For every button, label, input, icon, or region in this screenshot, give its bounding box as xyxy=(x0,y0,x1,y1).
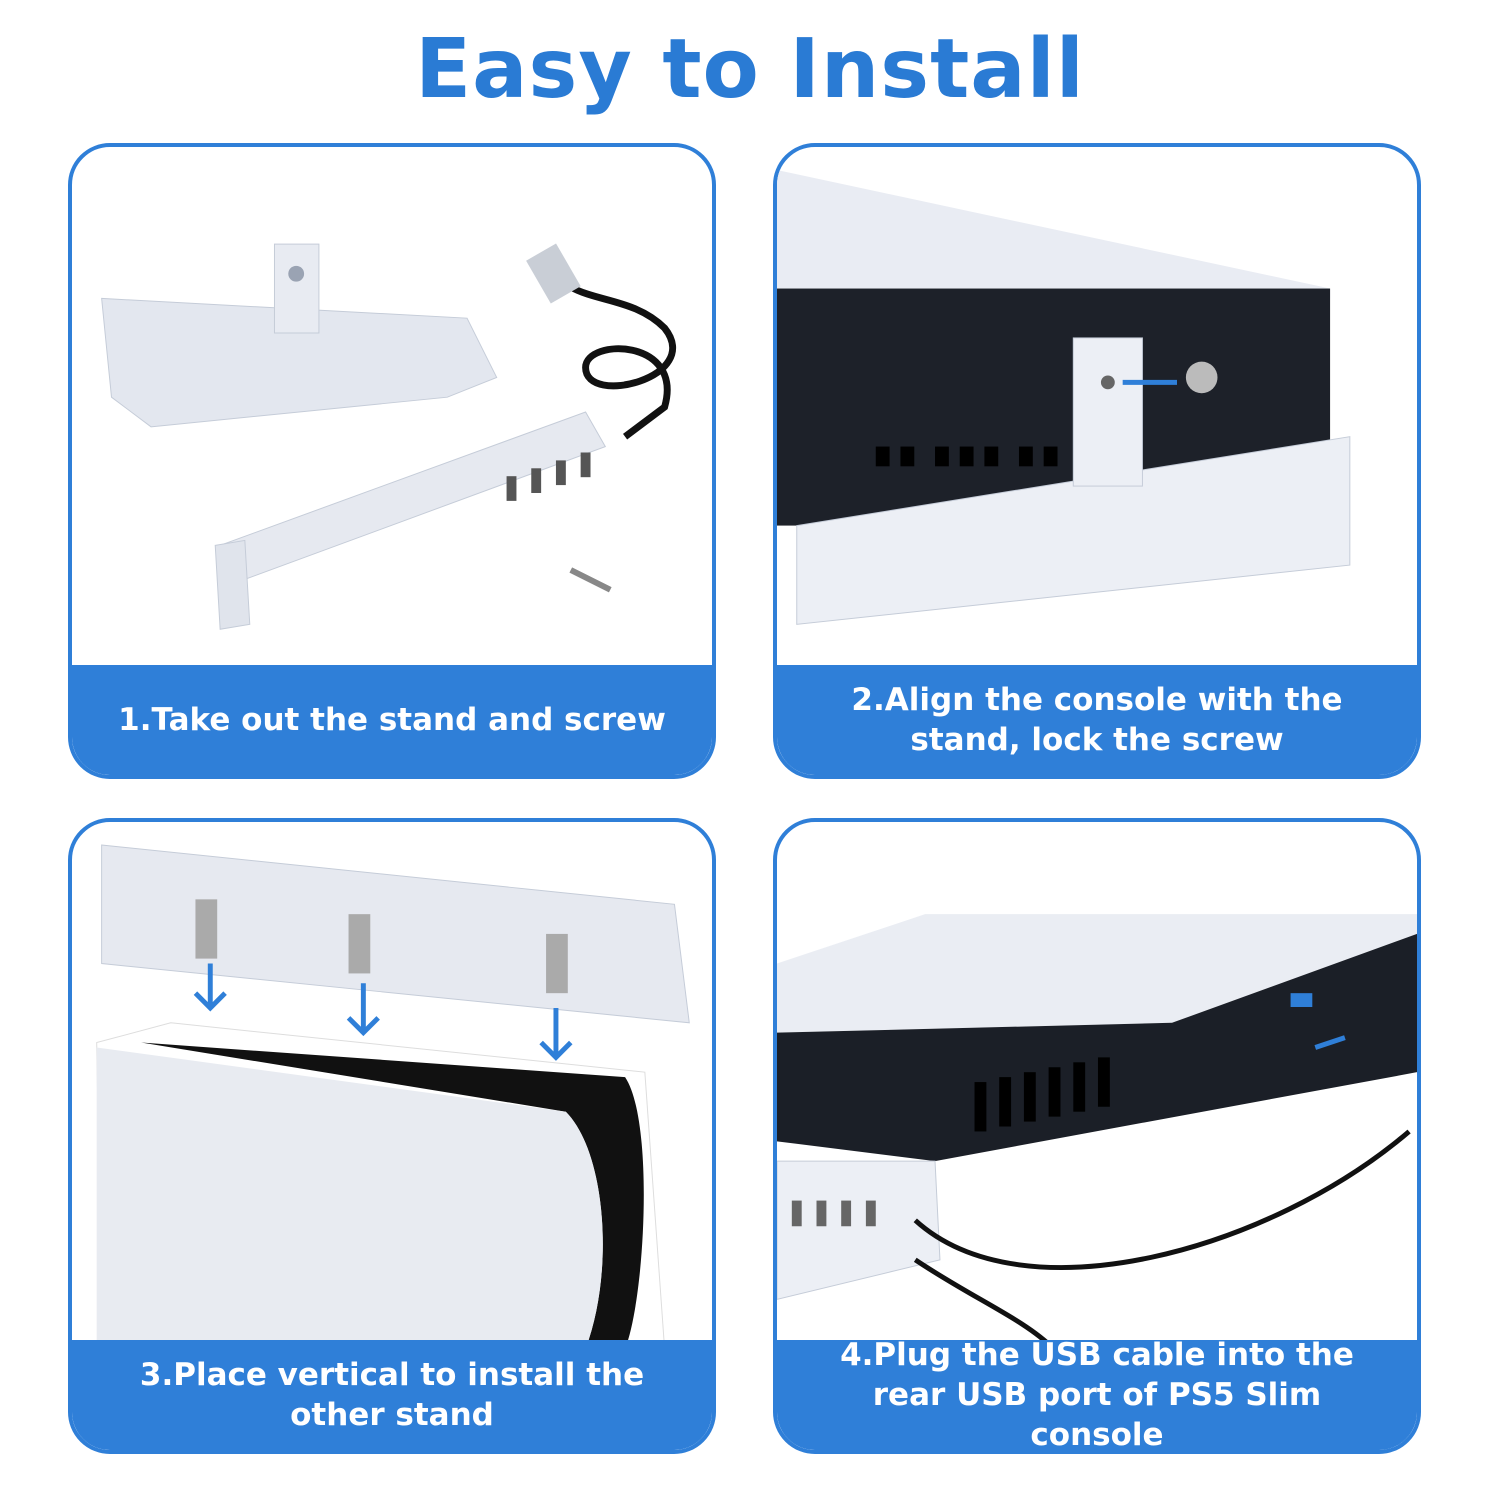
page-title: Easy to Install xyxy=(415,22,1085,117)
step-1-card: 1.Take out the stand and screw xyxy=(68,143,716,779)
stand-and-screw-illustration xyxy=(101,243,677,630)
usb-cable-plug-illustration xyxy=(777,914,1417,1351)
step-3-card: 3.Place vertical to install the other st… xyxy=(68,818,716,1454)
step-4-caption: 4.Plug the USB cable into the rear USB p… xyxy=(777,1337,1417,1450)
step-1-caption: 1.Take out the stand and screw xyxy=(72,665,712,775)
step-3-caption: 3.Place vertical to install the other st… xyxy=(72,1340,712,1450)
step-2-caption: 2.Align the console with the stand, lock… xyxy=(777,665,1417,775)
console-lock-screw-illustration xyxy=(777,170,1351,625)
vertical-install-illustration xyxy=(96,844,690,1350)
step-2-card: 2.Align the console with the stand, lock… xyxy=(773,143,1421,779)
step-4-card: 4.Plug the USB cable into the rear USB p… xyxy=(773,818,1421,1454)
